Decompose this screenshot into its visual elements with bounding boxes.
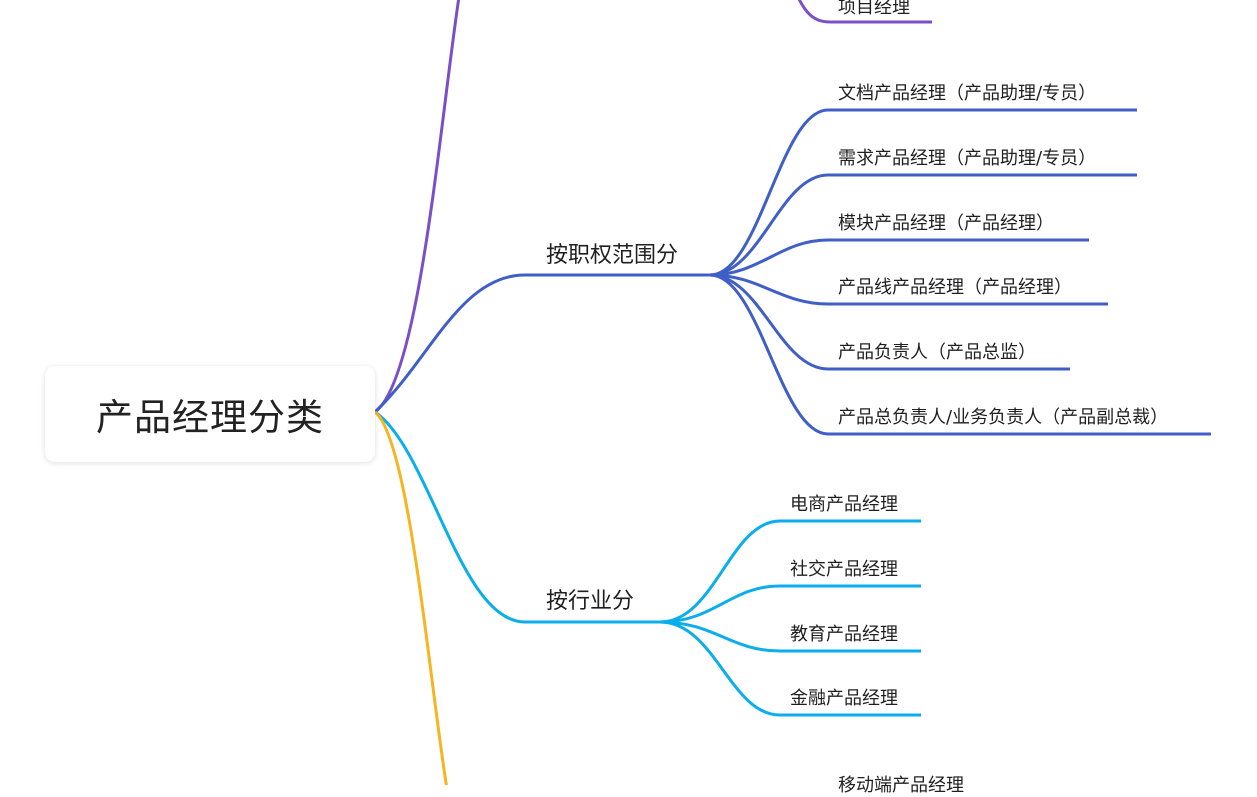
connector-industry-leaf-3 [659,620,921,653]
leaf-label: 项目经理 [838,0,910,18]
connector-industry-leaf-2 [659,584,921,624]
leaf-label: 教育产品经理 [790,624,898,645]
leaf-scope-6[interactable]: 产品总负责人/业务负责人（产品副总裁） [838,403,1168,429]
leaf-scope-2[interactable]: 需求产品经理（产品助理/专员） [838,144,1096,170]
connector-scope-leaf-1 [709,108,1137,277]
leaf-scope-5[interactable]: 产品负责人（产品总监） [838,338,1036,364]
connector-root-to-scope [373,273,710,414]
leaf-label: 电商产品经理 [790,494,898,515]
leaf-label: 移动端产品经理 [838,775,964,796]
leaf-label: 产品线产品经理（产品经理） [838,277,1072,298]
leaf-industry-2[interactable]: 社交产品经理 [790,555,898,581]
root-label: 产品经理分类 [96,396,324,439]
connector-root-to-bottom-branch [373,410,448,785]
connector-industry-leaf-4 [659,620,921,717]
leaf-label: 产品总负责人/业务负责人（产品副总裁） [838,407,1169,428]
leaf-industry-1[interactable]: 电商产品经理 [790,490,898,516]
connector-scope-leaf-4 [709,273,1108,306]
leaf-scope-4[interactable]: 产品线产品经理（产品经理） [838,273,1072,299]
leaf-label: 模块产品经理（产品经理） [838,213,1054,234]
leaf-project-manager[interactable]: 项目经理 [838,0,910,19]
branch-industry[interactable]: 按行业分 [546,583,634,615]
leaf-industry-4[interactable]: 金融产品经理 [790,684,898,710]
leaf-label: 产品负责人（产品总监） [838,342,1036,363]
leaf-label: 文档产品经理（产品助理/专员） [838,83,1097,104]
leaf-label: 需求产品经理（产品助理/专员） [838,148,1097,169]
leaf-label: 金融产品经理 [790,688,898,709]
leaf-mobile-pm[interactable]: 移动端产品经理 [838,771,964,797]
connector-top-leaf [797,0,932,24]
leaf-label: 社交产品经理 [790,559,898,580]
connector-scope-leaf-2 [709,173,1137,277]
leaf-industry-3[interactable]: 教育产品经理 [790,620,898,646]
leaf-scope-1[interactable]: 文档产品经理（产品助理/专员） [838,79,1096,105]
branch-scope[interactable]: 按职权范围分 [546,237,678,269]
connector-root-to-industry [374,410,660,624]
connector-scope-leaf-3 [709,238,1089,277]
leaf-scope-3[interactable]: 模块产品经理（产品经理） [838,209,1054,235]
connector-scope-leaf-5 [709,273,1070,371]
branch-label: 按行业分 [546,589,635,614]
connector-root-to-top-branch [374,0,461,414]
connector-industry-leaf-1 [659,519,921,624]
branch-label: 按职权范围分 [546,243,679,268]
connector-scope-leaf-6 [709,273,1211,436]
root-node[interactable]: 产品经理分类 [45,366,375,462]
